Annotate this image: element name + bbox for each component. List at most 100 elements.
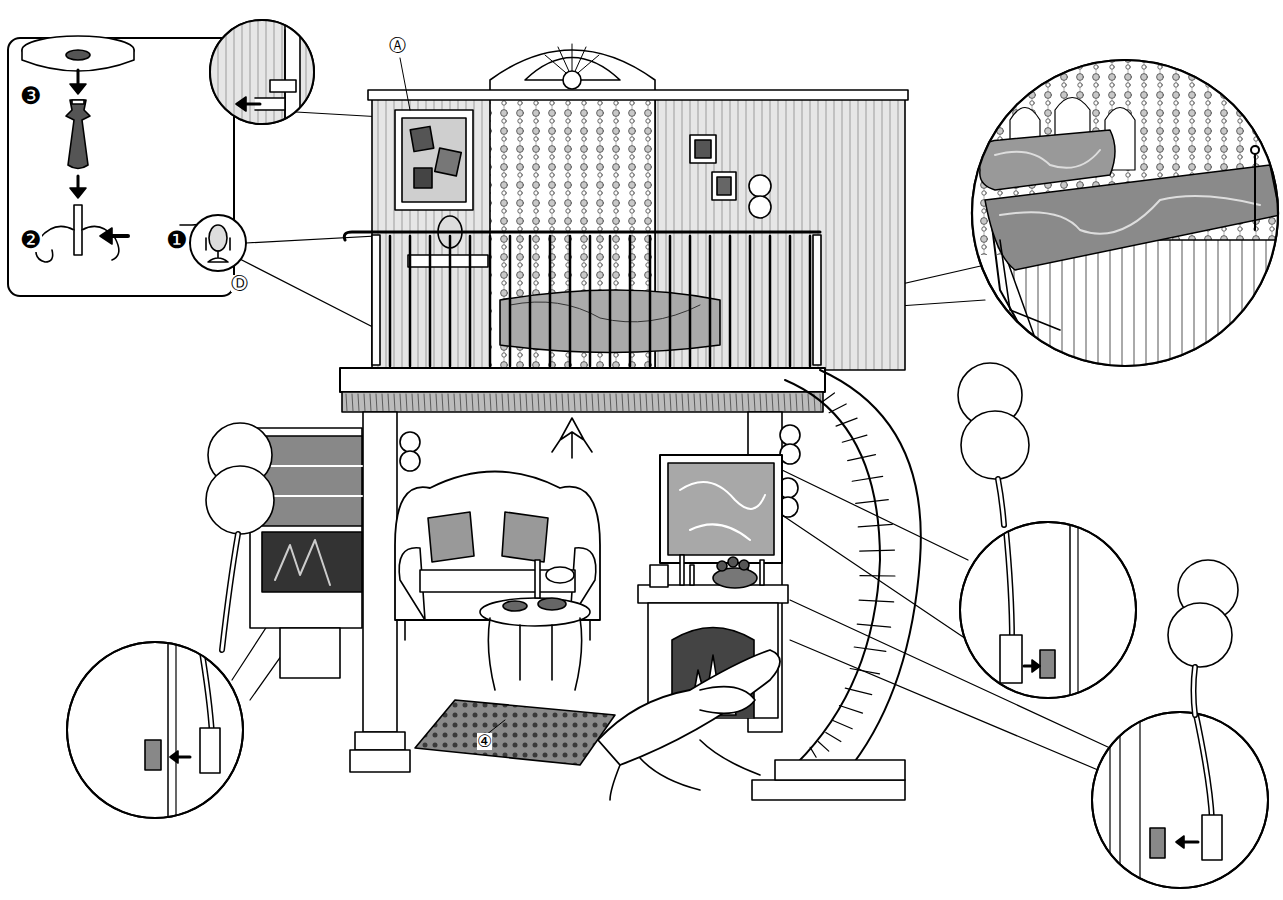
stair-step xyxy=(859,600,894,602)
baluster xyxy=(709,236,712,366)
baluster xyxy=(689,236,692,366)
baluster xyxy=(509,236,512,366)
fringe-strand xyxy=(550,394,551,411)
fringe-strand xyxy=(532,394,533,411)
stair-step xyxy=(854,647,886,651)
fringe-strand xyxy=(640,394,641,411)
fringe-strand xyxy=(496,394,497,411)
stair-step xyxy=(845,688,871,695)
fringe-strand xyxy=(568,394,569,411)
baluster xyxy=(429,236,432,366)
baluster xyxy=(789,236,792,366)
fringe-strand xyxy=(388,394,389,411)
stair-step xyxy=(822,393,835,402)
fringe-strand xyxy=(742,394,743,411)
fringe-strand xyxy=(544,394,545,411)
fringe-strand xyxy=(418,394,419,411)
baluster xyxy=(469,236,472,366)
baluster xyxy=(549,236,552,366)
fringe-strand xyxy=(454,394,455,411)
fringe-strand xyxy=(538,394,539,411)
fringe-strand xyxy=(460,394,461,411)
fringe-strand xyxy=(562,394,563,411)
callout-number: ④ xyxy=(477,733,492,750)
fringe-strand xyxy=(478,394,479,411)
stair-step xyxy=(829,404,846,413)
fringe-strand xyxy=(730,394,731,411)
fringe-strand xyxy=(490,394,491,411)
stair-step xyxy=(860,550,895,551)
fringe-strand xyxy=(412,394,413,411)
baluster xyxy=(809,236,812,366)
fringe-strand xyxy=(466,394,467,411)
callout-number: ❶ xyxy=(166,228,188,252)
fringe-strand xyxy=(580,394,581,411)
baluster xyxy=(669,236,672,366)
callout-number: Ⓐ xyxy=(389,37,406,54)
fringe-strand xyxy=(772,394,773,411)
baluster xyxy=(609,236,612,366)
fringe-strand xyxy=(784,394,785,411)
fringe-strand xyxy=(700,394,701,411)
fringe-strand xyxy=(778,394,779,411)
baluster xyxy=(769,236,772,366)
fringe-strand xyxy=(598,394,599,411)
baluster xyxy=(629,236,632,366)
fringe-strand xyxy=(658,394,659,411)
stair-step xyxy=(836,418,857,426)
fringe-strand xyxy=(514,394,515,411)
stair-step xyxy=(857,624,890,627)
fringe-strand xyxy=(406,394,407,411)
fringe-strand xyxy=(364,394,365,411)
fringe-strand xyxy=(556,394,557,411)
callout-number: Ⓓ xyxy=(231,275,248,292)
fringe-strand xyxy=(526,394,527,411)
fringe-strand xyxy=(664,394,665,411)
stair-step xyxy=(826,733,841,742)
stair-step xyxy=(818,742,829,752)
baluster xyxy=(389,236,392,366)
callout-number: ❷ xyxy=(20,228,42,252)
fringe-strand xyxy=(346,394,347,411)
fringe-strand xyxy=(808,394,809,411)
callout-number: ❸ xyxy=(20,84,42,108)
fringe-strand xyxy=(796,394,797,411)
fringe-strand xyxy=(634,394,635,411)
baluster xyxy=(649,236,652,366)
fringe-strand xyxy=(676,394,677,411)
baluster xyxy=(409,236,412,366)
fringe-strand xyxy=(760,394,761,411)
fringe-strand xyxy=(394,394,395,411)
stair-step xyxy=(858,524,892,526)
fringe-strand xyxy=(442,394,443,411)
fringe-strand xyxy=(484,394,485,411)
stair-step xyxy=(850,668,879,673)
fringe-strand xyxy=(358,394,359,411)
fringe-strand xyxy=(766,394,767,411)
baluster xyxy=(569,236,572,366)
fringe-strand xyxy=(370,394,371,411)
fringe-strand xyxy=(688,394,689,411)
fringe-strand xyxy=(448,394,449,411)
fringe-strand xyxy=(472,394,473,411)
stair-step xyxy=(839,706,862,714)
fringe-strand xyxy=(592,394,593,411)
fringe-strand xyxy=(646,394,647,411)
fringe-strand xyxy=(622,394,623,411)
fringe-strand xyxy=(754,394,755,411)
stair-step xyxy=(810,747,816,757)
fringe-strand xyxy=(736,394,737,411)
stair-step xyxy=(848,455,876,461)
fringe-strand xyxy=(520,394,521,411)
baluster xyxy=(589,236,592,366)
stair-step xyxy=(860,575,895,577)
fringe-strand xyxy=(508,394,509,411)
baluster xyxy=(749,236,752,366)
stair-step xyxy=(833,720,852,728)
fringe-strand xyxy=(718,394,719,411)
fringe-strand xyxy=(652,394,653,411)
baluster xyxy=(489,236,492,366)
fringe-strand xyxy=(400,394,401,411)
